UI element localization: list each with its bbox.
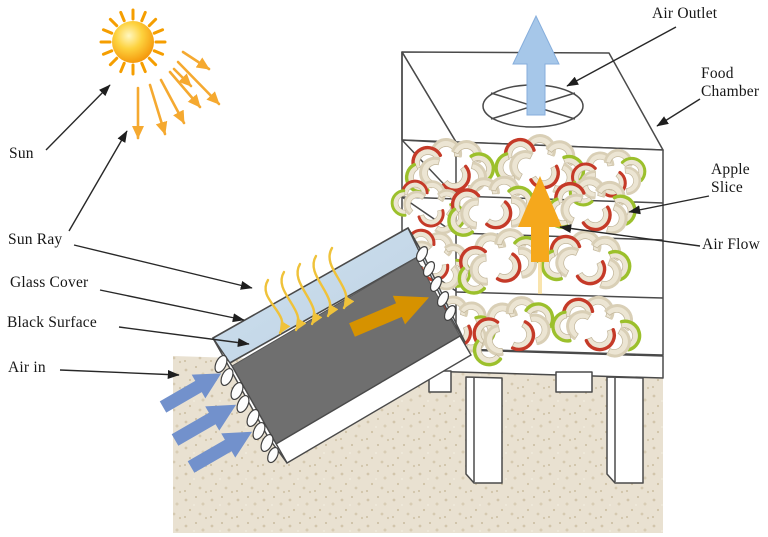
sun-rays-on-collector (264, 246, 355, 335)
air-inlet-holes (212, 337, 288, 464)
sun-icon (99, 8, 167, 76)
apple-slice-label: Apple Slice (711, 161, 750, 196)
air-outlet-label: Air Outlet (652, 5, 718, 22)
air-outlet-arrow-icon (512, 14, 560, 116)
air-flow-label: Air Flow (702, 236, 761, 253)
air-outlet-holes (407, 227, 466, 343)
sun-ray-arrow-icons (132, 50, 221, 140)
label-leader-lines (45, 26, 710, 380)
chamber-legs (428, 370, 644, 484)
air-flow-arrow-icon (518, 176, 562, 294)
sun-ray-label: Sun Ray (8, 231, 63, 248)
leg-front-left (465, 376, 503, 484)
air-in-label: Air in (8, 359, 46, 376)
solar-collector (211, 226, 472, 464)
leg-front-right (606, 376, 644, 484)
leg-back-middle (555, 371, 593, 393)
food-chamber-label: Food Chamber (701, 65, 760, 100)
black-surface-label: Black Surface (7, 314, 97, 331)
sun-label: Sun (9, 145, 34, 162)
glass-cover-label: Glass Cover (10, 274, 89, 291)
